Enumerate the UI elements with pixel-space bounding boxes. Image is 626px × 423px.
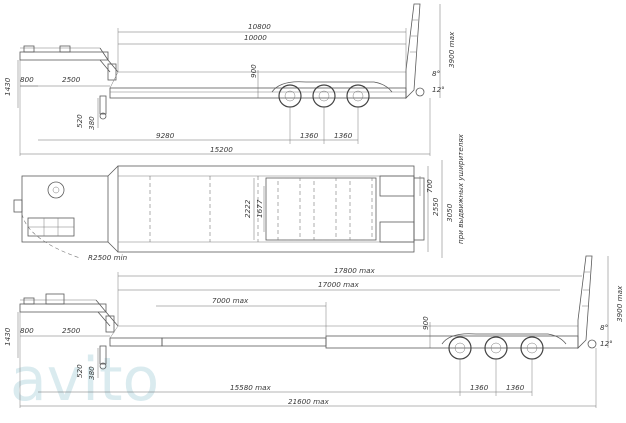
dim-axle-spacing-2-ext: 1360	[506, 383, 525, 392]
dim-front-height-ext: 1430	[3, 327, 12, 346]
dim-inner-width-1: 2222	[243, 199, 252, 218]
dim-inner-width-2: 1677	[255, 199, 264, 218]
dim-deck-height-ext: 900	[421, 316, 430, 330]
dim-axle-spacing-2: 1360	[334, 131, 353, 140]
dim-gooseneck-length-ext: 2500	[62, 326, 81, 335]
dim-ramp-height-ext: 3900 max	[615, 285, 624, 322]
watermark: avito	[10, 345, 159, 415]
dim-coupling-height-ext: 520	[75, 364, 84, 378]
dim-axle-distance: 9280	[156, 131, 175, 140]
dim-max-length-2: 17000 max	[318, 280, 360, 289]
dim-platform-length-top: 10800	[248, 22, 271, 31]
plan-view	[13, 160, 443, 259]
dim-kingpin-offset-ext: 800	[20, 326, 34, 335]
dim-extended-width: 3050	[445, 203, 454, 222]
dim-ramp-height: 3900 max	[447, 31, 456, 68]
dim-angle-1-ext: 8°	[600, 323, 608, 332]
dim-turn-radius: R2500 min	[88, 253, 128, 262]
dim-kingpin-offset: 800	[20, 75, 34, 84]
dim-platform-length: 10000	[244, 33, 267, 42]
dim-axle-spacing-1-ext: 1360	[470, 383, 489, 392]
dim-max-length-1: 17800 max	[334, 266, 376, 275]
side-view-extended	[17, 255, 609, 408]
dim-ramp-width: 700	[425, 179, 434, 193]
dim-angle-2-ext: 12°	[600, 339, 613, 348]
dim-coupling-height: 520	[75, 114, 84, 128]
dim-overall-length: 15200	[210, 145, 233, 154]
dim-gooseneck-length: 2500	[62, 75, 81, 84]
dim-overall-length-ext: 21600 max	[288, 397, 330, 406]
dim-extended-note: при выдвижных уширителях	[456, 133, 465, 244]
dim-coupling-low: 380	[87, 116, 96, 130]
dim-axle-spacing-1: 1360	[300, 131, 319, 140]
dim-ext-length: 7000 max	[212, 296, 249, 305]
side-view-retracted	[17, 3, 441, 156]
dim-angle-1: 8°	[432, 69, 440, 78]
dim-angle-2: 12°	[432, 85, 445, 94]
dim-coupling-low-ext: 380	[87, 366, 96, 380]
dim-outer-width: 2550	[431, 197, 440, 216]
dim-axle-distance-ext: 15580 max	[230, 383, 272, 392]
dim-front-height: 1430	[3, 77, 12, 96]
dim-deck-height: 900	[249, 64, 258, 78]
